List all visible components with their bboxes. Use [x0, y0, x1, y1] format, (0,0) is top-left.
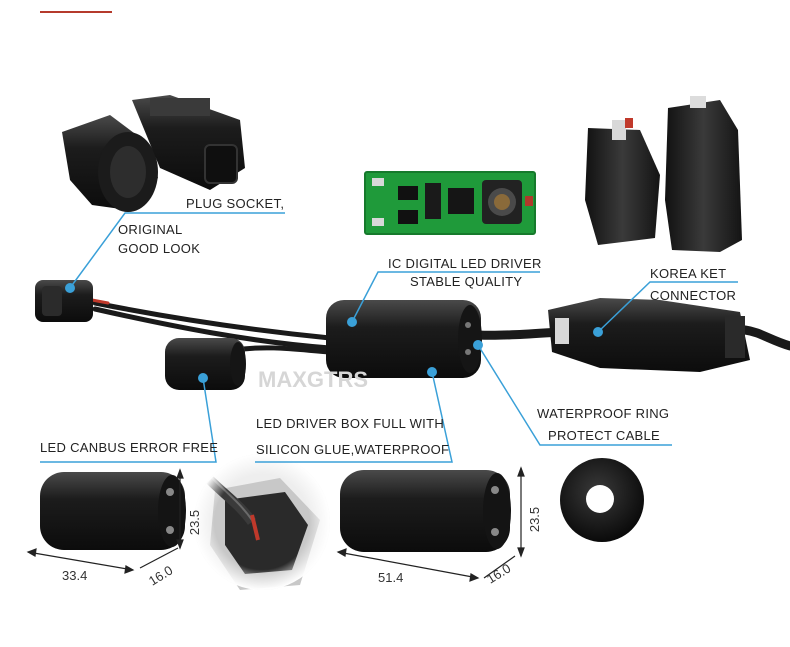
- dim-small-height: 23.5: [187, 509, 203, 536]
- label-stable-quality: STABLE QUALITY: [410, 274, 523, 289]
- accent-line: [40, 11, 112, 13]
- label-korea-ket: KOREA KET: [650, 266, 727, 281]
- cutaway-photo: [194, 454, 330, 590]
- callout-dots: [65, 283, 603, 383]
- rubber-ring-icon: [560, 458, 644, 542]
- label-driver-box: LED DRIVER BOX FULL WITH: [256, 416, 445, 431]
- driver-box-icon: [326, 300, 482, 378]
- large-box-photo: [340, 470, 511, 552]
- label-original: ORIGINAL: [118, 222, 183, 237]
- label-protect-cable: PROTECT CABLE: [548, 428, 661, 443]
- label-connector: CONNECTOR: [650, 288, 737, 303]
- ket-connector-icon: [585, 96, 742, 252]
- dim-large-height: 23.5: [527, 506, 543, 533]
- cable-icon: [90, 298, 790, 355]
- dim-large-width: 51.4: [378, 570, 404, 585]
- label-good-look: GOOD LOOK: [118, 241, 201, 256]
- label-canbus: LED CANBUS ERROR FREE: [40, 440, 219, 455]
- ket-connector-inline: [548, 298, 750, 372]
- label-silicon-glue: SILICON GLUE,WATERPROOF: [256, 442, 450, 457]
- plug-socket-icon: [35, 280, 93, 322]
- label-plug-socket: PLUG SOCKET,: [186, 196, 285, 211]
- small-box-photo: [40, 472, 186, 550]
- plug-socket-pair: [62, 95, 245, 212]
- dimension-arrows: [26, 466, 525, 582]
- label-waterproof-ring: WATERPROOF RING: [537, 406, 670, 421]
- dim-small-width: 33.4: [62, 568, 88, 583]
- watermark: MAXGTRS: [258, 367, 368, 392]
- label-ic-driver: IC DIGITAL LED DRIVER: [388, 256, 542, 271]
- circuit-board-icon: [364, 171, 536, 235]
- callout-lines: [40, 212, 738, 463]
- canbus-box-icon: [165, 338, 246, 390]
